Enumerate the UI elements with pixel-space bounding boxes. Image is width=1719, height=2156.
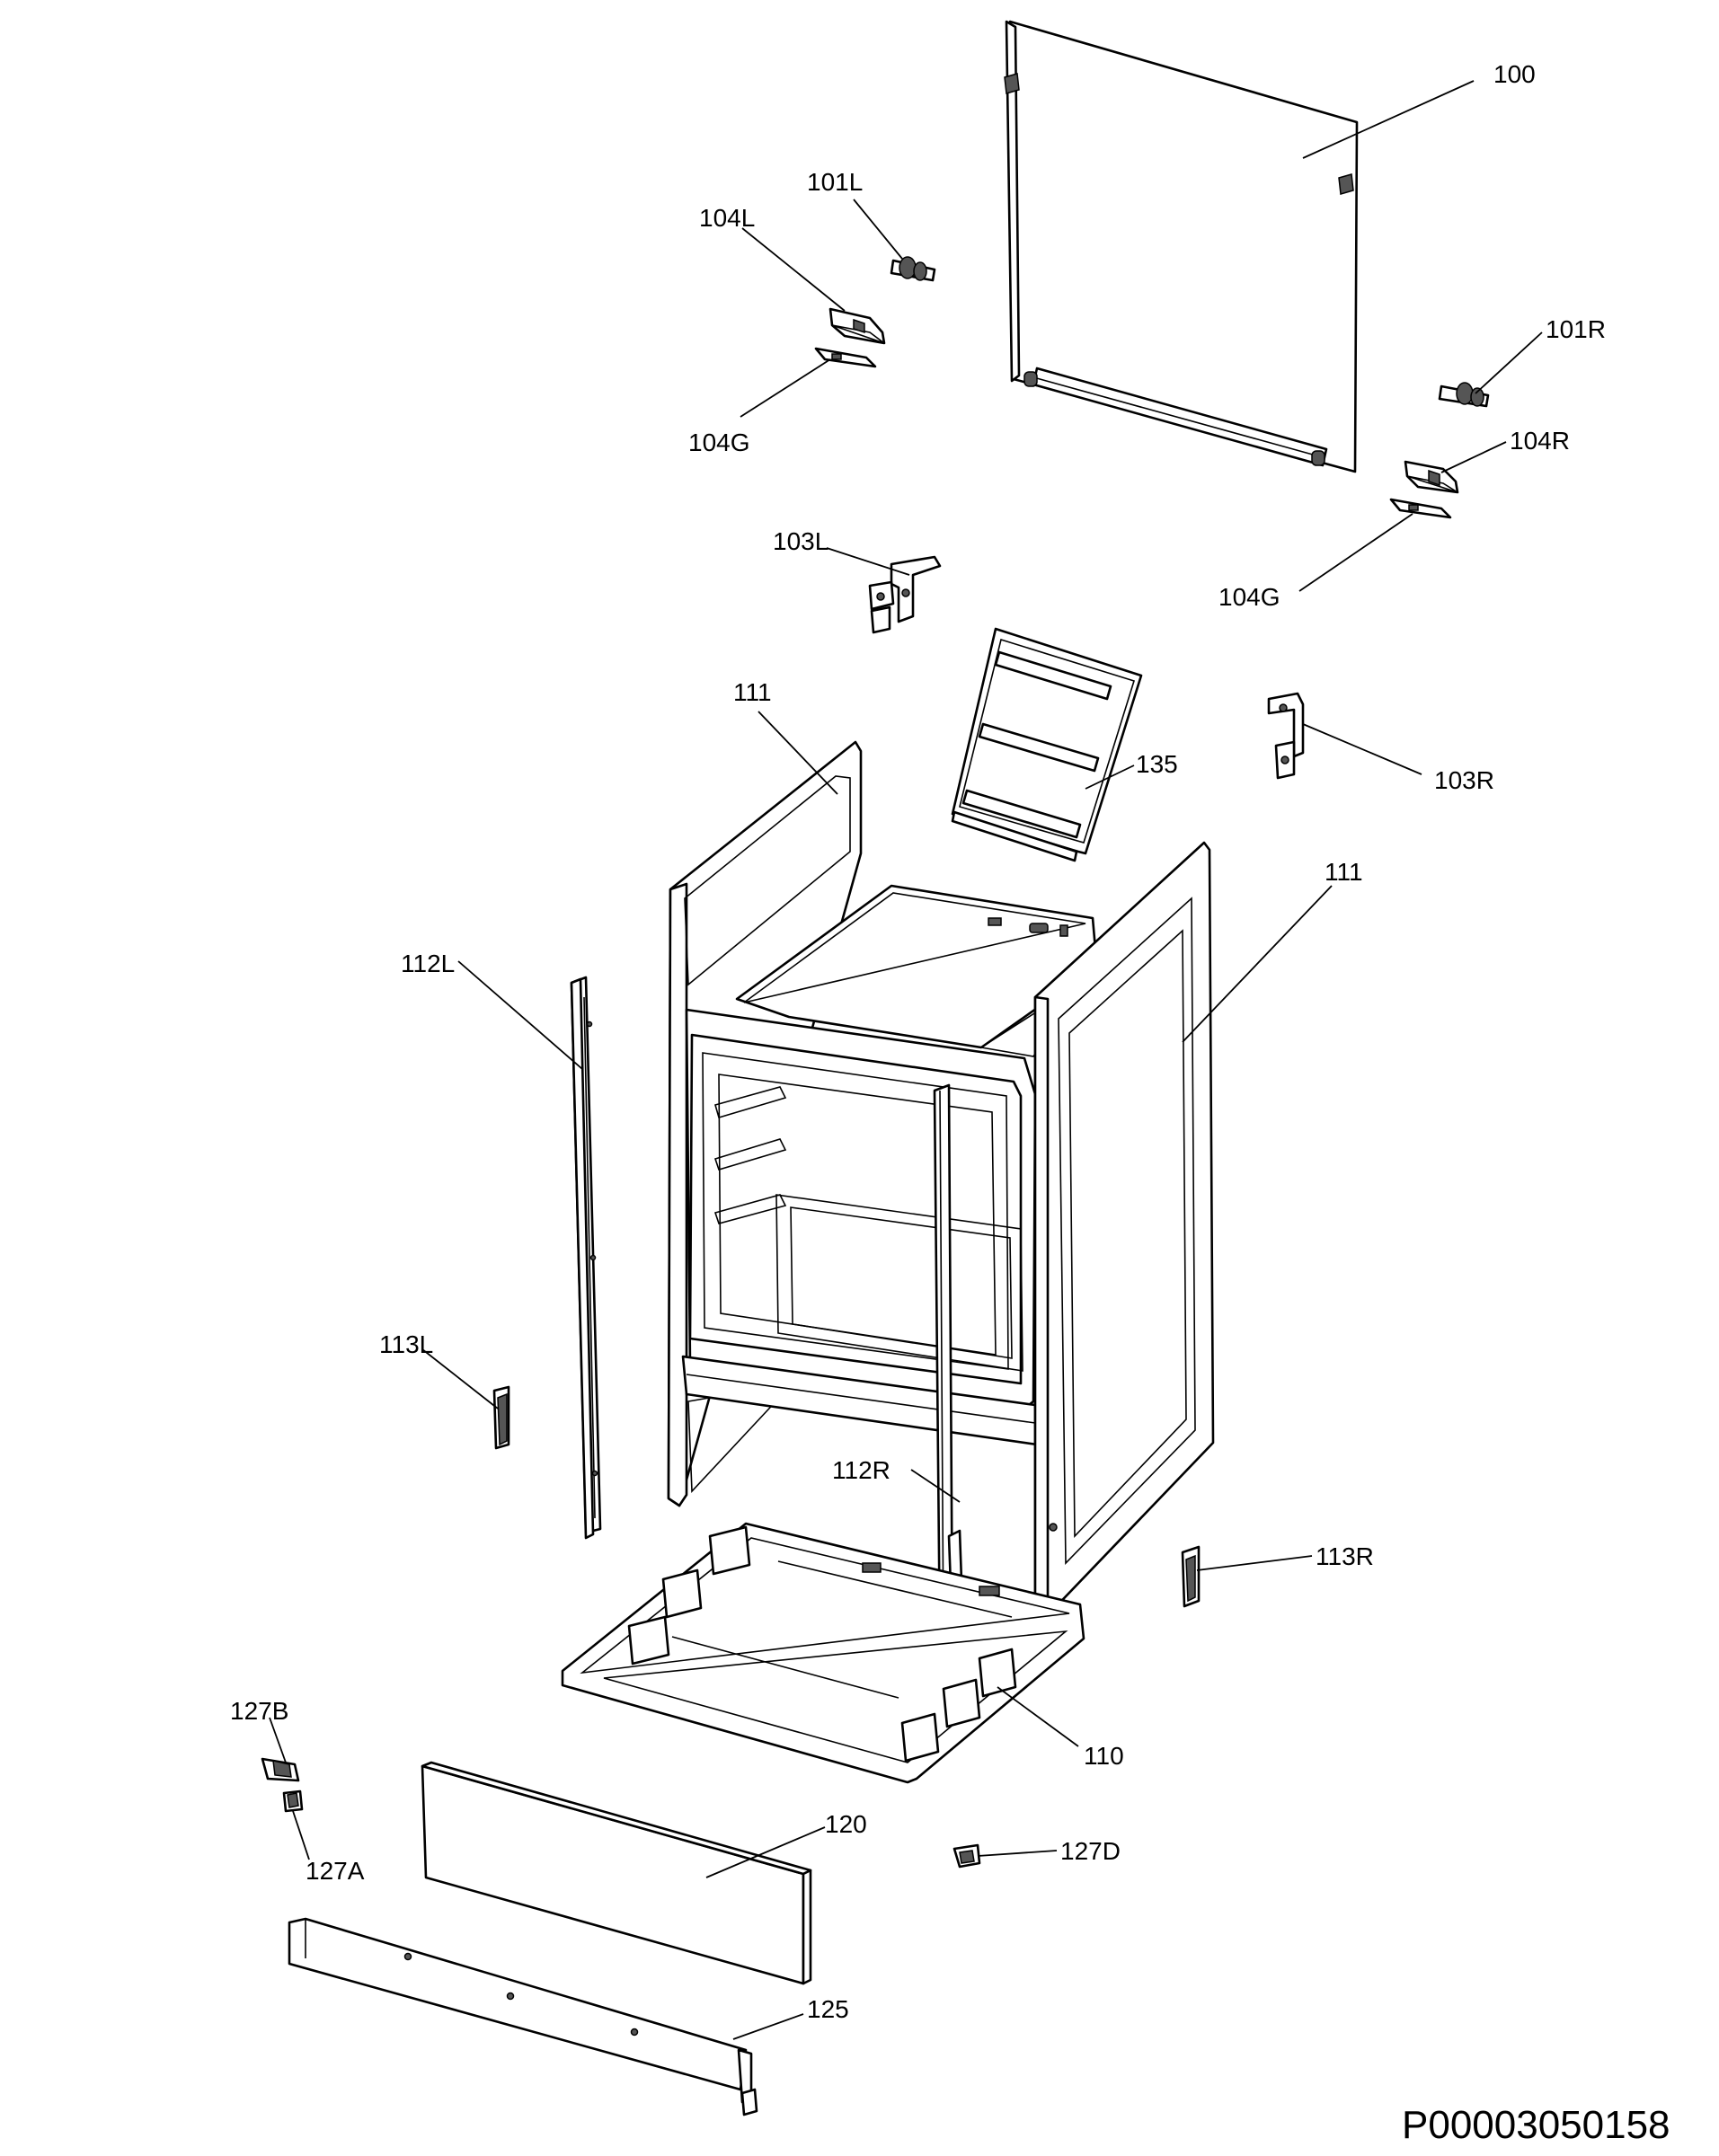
- part-110-base-frame: [561, 1522, 1085, 1784]
- part-103R-hinge-bracket: [1267, 692, 1305, 780]
- label-120: 120: [825, 1810, 867, 1838]
- part-103L-hinge-bracket: [868, 555, 942, 634]
- part-104R-hinge-block: [1404, 460, 1459, 494]
- label-103L: 103L: [773, 527, 828, 555]
- part-111-side-panel-right: [1033, 841, 1215, 1617]
- part-101L-hinge-pin: [890, 256, 936, 282]
- label-101R: 101R: [1546, 315, 1606, 343]
- label-127A: 127A: [306, 1857, 365, 1885]
- part-127D-fixing: [953, 1843, 981, 1869]
- part-125-kick-strip: [288, 1917, 758, 2116]
- label-135: 135: [1136, 750, 1178, 778]
- part-120-plinth-panel: [421, 1761, 812, 1985]
- part-112L-side-rail: [570, 976, 602, 1540]
- label-112L: 112L: [401, 950, 455, 977]
- label-111-top: 111: [733, 678, 772, 706]
- label-113L: 113L: [379, 1330, 433, 1358]
- part-101R-hinge-pin: [1438, 382, 1490, 408]
- label-110: 110: [1084, 1742, 1124, 1770]
- label-127D: 127D: [1060, 1837, 1121, 1865]
- part-113R-clip: [1181, 1545, 1201, 1608]
- part-127A-fixing: [282, 1789, 304, 1813]
- part-104L-hinge-block: [828, 307, 886, 345]
- leader-lines: [269, 80, 1543, 2040]
- label-104L: 104L: [699, 204, 755, 232]
- label-104G-left: 104G: [688, 429, 750, 456]
- label-103R: 103R: [1434, 766, 1494, 794]
- part-135-rack-support: [951, 627, 1143, 862]
- label-101L: 101L: [807, 168, 863, 196]
- label-100: 100: [1493, 60, 1536, 88]
- part-104G-shim-right: [1389, 498, 1452, 519]
- label-112R: 112R: [832, 1456, 891, 1484]
- label-104G-right: 104G: [1218, 583, 1280, 611]
- part-113L-clip: [492, 1385, 510, 1450]
- part-104G-shim-left: [814, 347, 877, 368]
- part-100-door-panel: [1004, 20, 1359, 473]
- label-113R: 113R: [1316, 1542, 1374, 1570]
- part-labels: 100 101L 104L 104G 101R 104R 104G 103L 1…: [230, 60, 1606, 2023]
- label-111-right: 111: [1325, 858, 1363, 886]
- label-104R: 104R: [1510, 427, 1570, 455]
- part-127B-fixing: [261, 1757, 300, 1782]
- label-125: 125: [807, 1995, 849, 2023]
- label-127B: 127B: [230, 1697, 288, 1725]
- reference-code: P00003050158: [1402, 2103, 1670, 2147]
